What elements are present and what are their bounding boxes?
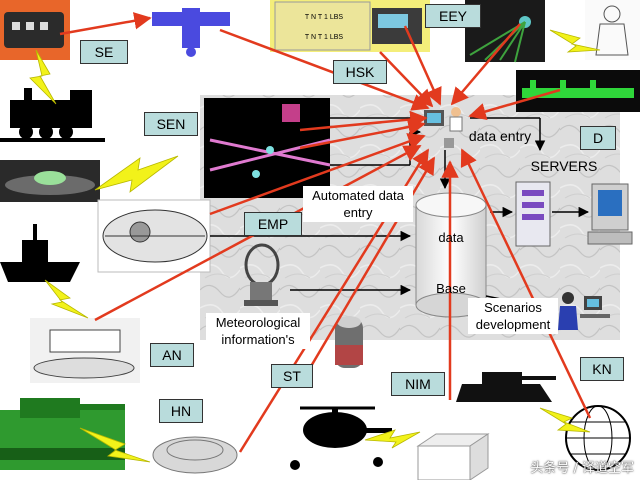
node-eey: EEY	[425, 4, 481, 28]
node-an: AN	[150, 343, 194, 367]
green-tank-image	[0, 398, 125, 470]
server-terminal	[587, 183, 633, 245]
meteorological-line1: Meteorological	[215, 315, 301, 330]
nim-box-image	[416, 433, 490, 480]
automated-entry-box	[303, 186, 413, 222]
locomotive-image	[0, 88, 105, 142]
node-d: D	[580, 126, 616, 150]
hn-dome-image	[152, 436, 238, 474]
data-entry-label: data entry	[468, 128, 532, 144]
radar-dish-image	[244, 243, 280, 306]
st-shell-image	[335, 316, 363, 368]
meteorological-line2: information's	[221, 332, 295, 347]
spacecraft-drawing-image	[97, 199, 211, 273]
black-tank-image	[456, 372, 556, 402]
ammo-text-1: T N T 1 LBS	[304, 14, 344, 21]
servers-label: SERVERS	[530, 158, 598, 174]
database-label-bottom: Base	[436, 281, 466, 296]
automated-entry-line1: Automated data	[312, 188, 404, 203]
lightning-bolts	[29, 29, 601, 463]
scenarios-line2: development	[475, 317, 551, 332]
an-installation-image	[30, 318, 140, 383]
scenarios-line1: Scenarios	[484, 300, 542, 315]
meteorological-box	[206, 313, 310, 349]
node-kn: KN	[580, 357, 624, 381]
automated-entry-line2: entry	[343, 205, 373, 220]
node-sen: SEN	[144, 112, 198, 136]
node-st: ST	[271, 364, 313, 388]
ship-image	[0, 224, 80, 282]
se-device-image	[0, 0, 70, 60]
node-hn: HN	[159, 399, 203, 423]
soldier-sketch-image	[585, 0, 640, 60]
globe-image	[565, 405, 631, 471]
ufo-image	[0, 160, 100, 202]
watermark: 头条号 / 译道空军	[530, 461, 634, 476]
helicopter-image	[290, 406, 392, 470]
node-nim: NIM	[391, 372, 445, 396]
server-rack	[515, 181, 551, 247]
database-label-top: data	[438, 230, 464, 245]
data-entry-operator	[424, 107, 463, 148]
node-hsk: HSK	[333, 60, 387, 84]
ammo-text-2: T N T 1 LBS	[304, 34, 344, 41]
ammo-crate-image	[270, 0, 430, 52]
sen-sensor-image	[204, 98, 331, 198]
node-se: SE	[80, 40, 128, 64]
scenarios-operator	[558, 292, 610, 330]
node-emp: EMP	[244, 212, 302, 236]
scenarios-box	[468, 298, 558, 334]
green-sensor-image	[516, 70, 640, 112]
